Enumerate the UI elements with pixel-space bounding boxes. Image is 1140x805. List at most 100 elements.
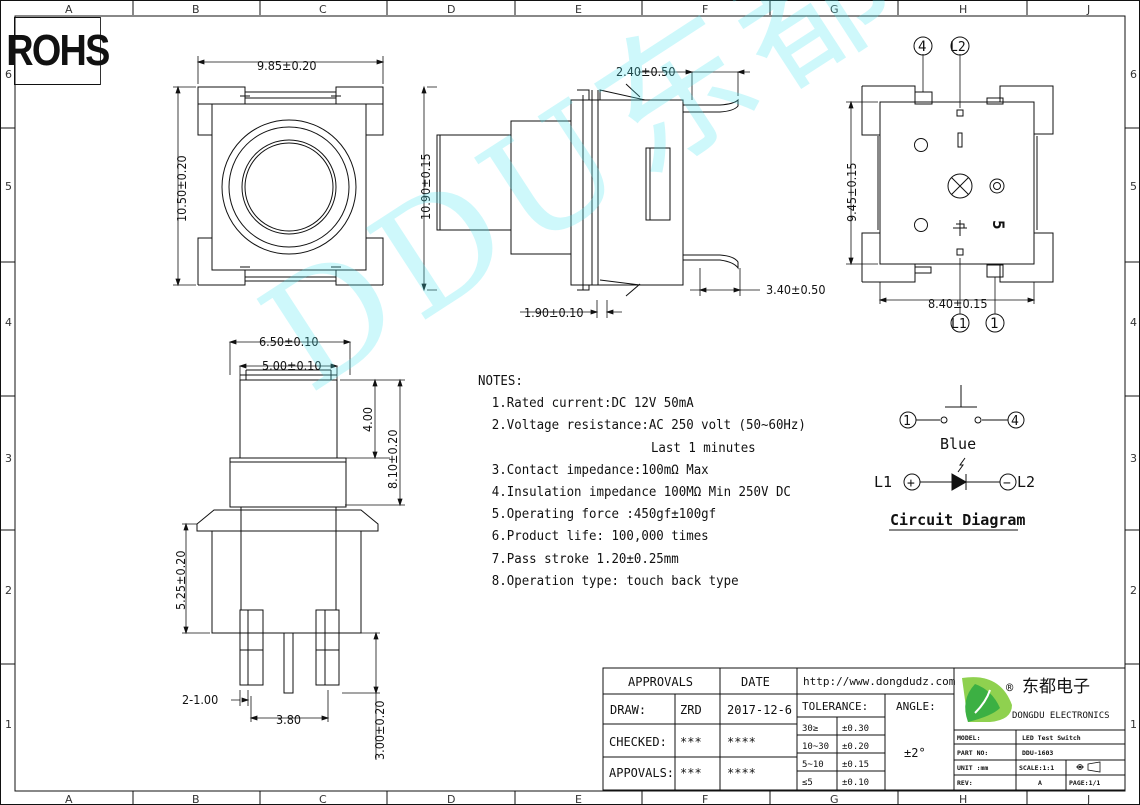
zone-col-label: H <box>959 793 967 805</box>
tb-checked-date: **** <box>727 735 756 749</box>
tol-value: ±0.30 <box>842 724 869 734</box>
dim-front-pin-pitch: 3.80 <box>276 712 301 727</box>
zone-col-label: G <box>830 3 839 16</box>
circuit-color-label: Blue <box>940 435 976 453</box>
zone-col-label: J <box>1086 3 1090 16</box>
side-view-dims <box>421 69 760 318</box>
tb-unit: UNIT :mm <box>957 764 988 772</box>
front-view <box>196 369 379 694</box>
tb-appvals-label: APPOVALS: <box>609 766 674 780</box>
dim-front-total: 8.10±0.20 <box>385 430 400 490</box>
zone-col-label: H <box>959 3 967 16</box>
back-view-dims <box>846 54 1036 314</box>
tb-draw-label: DRAW: <box>610 703 646 717</box>
zone-col-label: A <box>65 793 73 805</box>
zone-row-label: 2 <box>5 584 12 597</box>
dim-top-height: 10.50±0.20 <box>174 155 189 222</box>
dim-top-width: 9.85±0.20 <box>257 58 317 73</box>
pin-label-l1: L1 <box>951 317 967 332</box>
tb-part-label: PART NO: <box>957 749 988 757</box>
dim-front-body: 5.25±0.20 <box>173 551 188 611</box>
tb-scale: SCALE:1:1 <box>1019 764 1054 772</box>
tol-range: 30≥ <box>802 724 819 734</box>
tb-checked-name: *** <box>680 735 702 749</box>
note-item: 2.Voltage resistance:AC 250 volt (50~60H… <box>491 417 806 434</box>
dim-front-pin-len: 3.00±0.20 <box>372 701 387 761</box>
zone-row-label: 1 <box>1130 718 1137 731</box>
tol-value: ±0.20 <box>842 742 869 752</box>
dim-side-bottom: 1.90±0.10 <box>524 305 584 320</box>
note-item: 6.Product life: 100,000 times <box>491 528 709 545</box>
tb-rev-label: REV: <box>957 779 973 787</box>
note-item: 5.Operating force :450gf±100gf <box>491 506 717 523</box>
zone-col-label: F <box>702 793 708 805</box>
tb-page: PAGE:1/1 <box>1069 779 1100 787</box>
projection-symbol-icon <box>1076 761 1101 773</box>
tb-draw-name: ZRD <box>680 703 702 717</box>
zone-col-label: E <box>575 793 582 805</box>
zone-row-label: 5 <box>1130 180 1137 193</box>
zone-row-label: 4 <box>5 316 12 329</box>
tb-approvals-header: APPROVALS <box>628 675 693 689</box>
top-view <box>197 86 384 286</box>
circuit-led-left: L1 <box>874 473 892 491</box>
tb-angle-value: ±2° <box>904 746 926 760</box>
dim-side-height: 10.90±0.15 <box>418 153 433 220</box>
tb-date-header: DATE <box>741 675 770 689</box>
tb-checked-label: CHECKED: <box>609 735 667 749</box>
zone-row-label: 2 <box>1130 584 1137 597</box>
zone-col-label: B <box>192 793 200 805</box>
tb-angle: ANGLE: <box>896 700 936 713</box>
zone-row-label: 1 <box>5 718 12 731</box>
zone-col-label: C <box>319 3 327 16</box>
pin-label-4: 4 <box>918 39 926 55</box>
circuit-led-minus: − <box>1003 476 1011 491</box>
note-item: 3.Contact impedance:100mΩ Max <box>491 461 709 478</box>
zone-col-label: B <box>192 3 200 16</box>
zone-col-label: J <box>1086 793 1090 805</box>
dim-side-pin-right: 3.40±0.50 <box>766 282 826 297</box>
zone-col-label: A <box>65 3 73 16</box>
tb-website: http://www.dongdudz.com <box>803 675 956 688</box>
note-item: 4.Insulation impedance 100MΩ Min 250V DC <box>491 484 791 501</box>
tb-part-value: DDU-1603 <box>1022 749 1053 757</box>
dim-back-width: 8.40±0.15 <box>928 296 988 311</box>
note-item: 7.Pass stroke 1.20±0.25mm <box>491 550 679 567</box>
zone-row-label: 4 <box>1130 316 1137 329</box>
dim-front-pin-left: 2-1.00 <box>182 692 218 707</box>
tol-range: 5~10 <box>802 760 824 770</box>
notes-title: NOTES: <box>478 373 523 389</box>
tb-appvals-name: *** <box>680 766 702 780</box>
tol-range: 10~30 <box>802 742 829 752</box>
dim-front-cap: 4.00 <box>360 407 375 432</box>
zone-row-label: 3 <box>1130 452 1137 465</box>
circuit-caption: Circuit Diagram <box>890 511 1025 529</box>
zone-row-label: 3 <box>5 452 12 465</box>
side-view <box>436 83 739 297</box>
tb-draw-date: 2017-12-6 <box>727 703 792 717</box>
tb-tolerance: TOLERANCE: <box>802 700 868 713</box>
zone-col-label: D <box>447 793 455 805</box>
pin-label-l2: L2 <box>950 40 966 55</box>
zone-row-label: 5 <box>5 180 12 193</box>
zone-row-label: 6 <box>5 68 12 81</box>
zone-col-label: D <box>447 3 455 16</box>
note-item: 1.Rated current:DC 12V 50mA <box>491 395 694 412</box>
back-view <box>861 85 1054 283</box>
note-item: 8.Operation type: touch back type <box>491 572 739 589</box>
circuit-led-plus: + <box>907 476 915 491</box>
title-block-grid <box>602 667 1126 791</box>
dim-side-pin-offset: 2.40±0.50 <box>616 64 676 79</box>
pin-labels: 4 L2 L1 1 5 <box>913 36 1008 333</box>
tb-brand-reg: ® <box>1006 681 1014 695</box>
note-item: Last 1 minutes <box>650 439 756 456</box>
circuit-diagram <box>889 385 1025 531</box>
tb-brand-cn: 东都电子 <box>1022 677 1090 697</box>
tb-rev-value: A <box>1038 779 1042 787</box>
pin-label-1: 1 <box>990 316 998 332</box>
top-view-dims <box>173 56 385 287</box>
circuit-led-right: L2 <box>1017 473 1035 491</box>
notes-block: NOTES: 1.Rated current:DC 12V 50mA 2.Vol… <box>478 370 806 592</box>
